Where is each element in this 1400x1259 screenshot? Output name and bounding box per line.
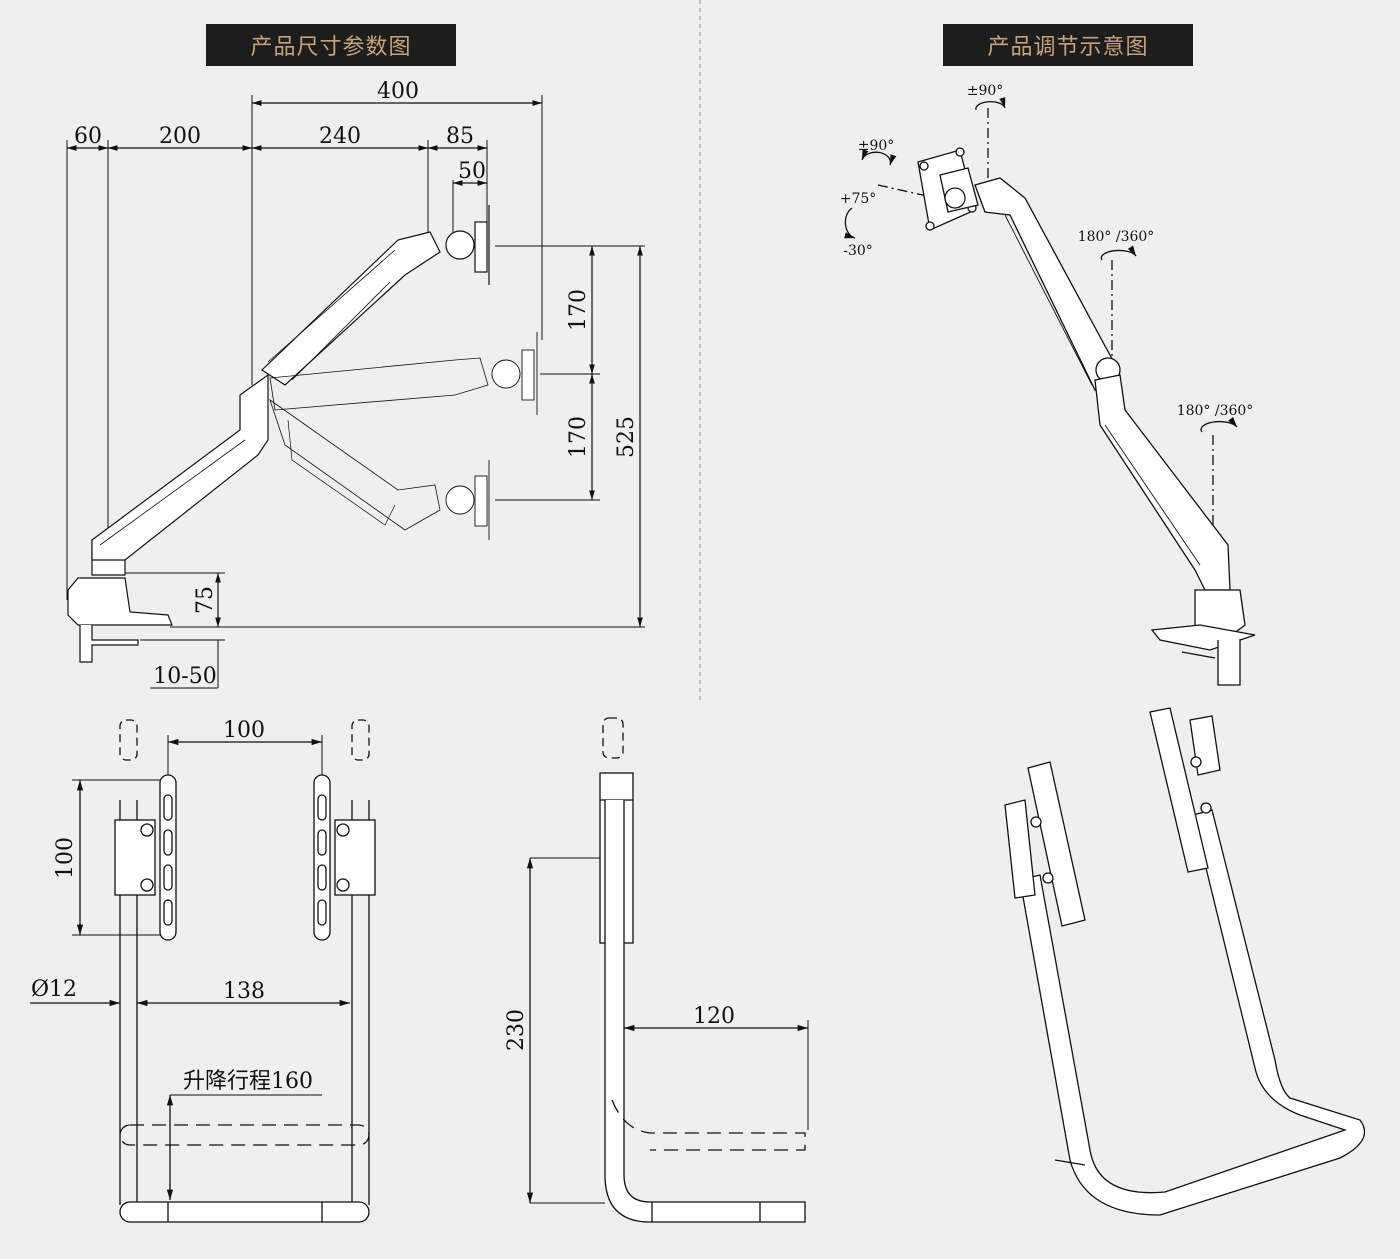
isometric-rotation-arrows xyxy=(844,97,1238,433)
dim-tube-diameter: Ø12 xyxy=(31,977,77,1002)
label-joint-lower: 180° /360° xyxy=(1177,403,1254,419)
label-joint-upper: 180° /360° xyxy=(1078,229,1155,245)
title-adjustment: 产品调节示意图 xyxy=(943,24,1193,66)
dim-400: 400 xyxy=(377,79,419,104)
dim-240: 240 xyxy=(319,124,361,149)
label-swivel: ±90° xyxy=(858,138,895,154)
title-dimensions: 产品尺寸参数图 xyxy=(206,24,456,66)
profile-view-labels: 230 120 xyxy=(504,1004,735,1051)
label-tilt-top: ±90° xyxy=(967,83,1004,99)
dim-75: 75 xyxy=(193,586,218,614)
label-tilt-down: -30° xyxy=(843,243,873,259)
isometric-frame xyxy=(1004,707,1366,1216)
dim-clamp-range: 10-50 xyxy=(153,664,216,689)
dim-vesa-height: 100 xyxy=(53,837,78,879)
isometric-view xyxy=(877,108,1256,686)
front-view-labels: 100 100 Ø12 138 升降行程160 xyxy=(31,718,313,1094)
dim-tube-span: 138 xyxy=(223,979,265,1004)
dim-height-230: 230 xyxy=(504,1009,529,1051)
dim-50: 50 xyxy=(458,159,486,184)
dim-170-lower: 170 xyxy=(566,416,591,458)
front-view xyxy=(30,719,376,1223)
dim-vesa-width: 100 xyxy=(223,718,265,743)
dim-525: 525 xyxy=(614,416,639,458)
dim-85: 85 xyxy=(446,124,474,149)
dim-170-upper: 170 xyxy=(566,289,591,331)
profile-view xyxy=(526,717,809,1223)
rotation-labels: ±90° ±90° +75° -30° 180° /360° 180° /360… xyxy=(840,83,1254,419)
dim-depth-120: 120 xyxy=(693,1004,735,1029)
side-view-dim-labels: 60 200 240 85 400 50 170 170 525 75 10-5… xyxy=(74,79,639,689)
dim-60: 60 xyxy=(74,124,102,149)
dim-lift-stroke: 升降行程160 xyxy=(183,1069,313,1094)
dim-200: 200 xyxy=(159,124,201,149)
label-tilt-up: +75° xyxy=(840,191,877,207)
side-view xyxy=(66,95,645,689)
